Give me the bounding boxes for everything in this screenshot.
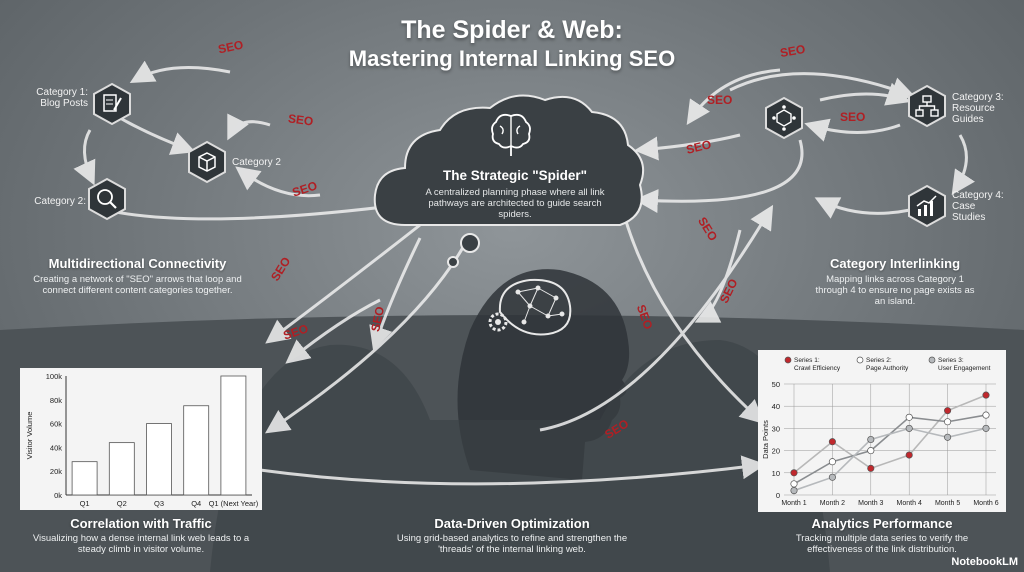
traffic-title: Correlation with Traffic bbox=[70, 516, 212, 531]
interlink-title: Category Interlinking bbox=[829, 256, 961, 271]
bar-trend-icon bbox=[908, 184, 946, 228]
x-tick-label: Q2 bbox=[117, 499, 127, 508]
seo-label: SEO bbox=[840, 110, 866, 124]
data-body: Using grid-based analytics to refine and… bbox=[396, 533, 628, 555]
data-point bbox=[944, 407, 952, 415]
legend-label: Series 2: bbox=[866, 357, 892, 364]
x-tick-label: Q3 bbox=[154, 499, 164, 508]
data-point bbox=[905, 451, 913, 459]
legend-label: Series 3: bbox=[938, 357, 964, 364]
y-tick-label: 0 bbox=[776, 491, 780, 500]
data-point bbox=[867, 464, 875, 472]
bar bbox=[108, 442, 135, 496]
magnifier-icon bbox=[88, 177, 126, 221]
head-gears-icon bbox=[488, 278, 572, 336]
series-line bbox=[793, 427, 987, 492]
category-2-label-left: Category 2: bbox=[34, 196, 86, 207]
page-title-line-2: Mastering Internal Linking SEO bbox=[348, 46, 676, 71]
legend-label: Series 1: bbox=[794, 357, 820, 364]
seo-label: SEO bbox=[707, 93, 733, 107]
data-point bbox=[828, 458, 836, 466]
multi-body: Creating a network of "SEO" arrows that … bbox=[33, 274, 242, 296]
y-tick-label: 40 bbox=[772, 402, 780, 411]
cube-icon bbox=[188, 140, 226, 184]
bar bbox=[71, 461, 98, 496]
multi-title: Multidirectional Connectivity bbox=[48, 256, 227, 271]
y-axis-label: Visitor Volume bbox=[25, 412, 34, 460]
y-tick-label: 0k bbox=[54, 491, 62, 500]
y-tick-label: 50 bbox=[772, 380, 780, 389]
legend-marker bbox=[784, 356, 792, 364]
analytics-title: Analytics Performance bbox=[811, 516, 953, 531]
data-point bbox=[790, 487, 798, 495]
y-tick-label: 20 bbox=[772, 447, 780, 456]
interlink-body: Mapping links across Category 1 through … bbox=[815, 274, 975, 307]
y-tick-label: 60k bbox=[50, 420, 62, 429]
brand-label: NotebookLM bbox=[951, 556, 1018, 568]
x-tick-label: Month 4 bbox=[897, 500, 922, 507]
data-point bbox=[867, 447, 875, 455]
spider-cloud bbox=[373, 94, 644, 226]
y-tick-label: 10 bbox=[772, 469, 780, 478]
y-tick-label: 80k bbox=[50, 396, 62, 405]
data-title: Data-Driven Optimization bbox=[434, 516, 590, 531]
spider-title: The Strategic "Spider" bbox=[442, 168, 588, 183]
hierarchy-icon bbox=[908, 84, 946, 128]
bar bbox=[183, 405, 210, 496]
category-3-label: Category 3: Resource Guides bbox=[952, 92, 1004, 125]
data-point bbox=[944, 433, 952, 441]
legend-marker bbox=[928, 356, 936, 364]
x-tick-label: Q1 bbox=[80, 499, 90, 508]
y-tick-label: 20k bbox=[50, 467, 62, 476]
data-point bbox=[905, 424, 913, 432]
x-tick-label: Month 6 bbox=[973, 500, 998, 507]
series-line bbox=[793, 394, 987, 474]
y-tick-label: 100k bbox=[46, 372, 63, 381]
bar bbox=[146, 423, 172, 496]
data-point bbox=[982, 424, 990, 432]
x-tick-label: Month 5 bbox=[935, 500, 960, 507]
x-tick-label: Month 1 bbox=[781, 500, 806, 507]
y-axis-label: Data Points bbox=[761, 420, 770, 459]
bar bbox=[220, 375, 247, 496]
x-tick-label: Month 2 bbox=[820, 500, 845, 507]
category-4-label: Category 4: Case Studies bbox=[952, 190, 1004, 223]
traffic-body: Visualizing how a dense internal link we… bbox=[32, 533, 250, 555]
legend-marker bbox=[856, 356, 864, 364]
legend-label: Crawl Efficiency bbox=[794, 365, 841, 372]
brain-icon bbox=[491, 113, 531, 156]
data-point bbox=[982, 411, 990, 419]
data-point bbox=[867, 435, 875, 444]
data-point bbox=[790, 480, 798, 488]
category-1-label: Category 1: Blog Posts bbox=[36, 87, 88, 109]
spider-body: A centralized planning phase where all l… bbox=[425, 187, 605, 220]
document-edit-icon bbox=[93, 82, 131, 126]
category-2-label-center: Category 2 bbox=[232, 157, 281, 168]
x-tick-label: Month 3 bbox=[858, 500, 883, 507]
analytics-chart-panel bbox=[758, 350, 1006, 512]
network-cube-icon bbox=[765, 96, 803, 140]
data-point bbox=[905, 413, 913, 421]
data-point bbox=[982, 391, 990, 399]
y-tick-label: 40k bbox=[50, 443, 62, 452]
legend-label: Page Authority bbox=[866, 365, 909, 372]
x-tick-label: Q4 bbox=[191, 499, 201, 508]
data-point bbox=[944, 418, 952, 426]
shoulders bbox=[210, 340, 830, 572]
x-tick-label: Q1 (Next Year) bbox=[209, 499, 259, 508]
legend-label: User Engagement bbox=[938, 365, 991, 372]
data-point bbox=[828, 473, 836, 481]
analytics-body: Tracking multiple data series to verify … bbox=[795, 533, 969, 555]
y-tick-label: 30 bbox=[772, 424, 780, 433]
data-point bbox=[828, 438, 836, 446]
page-title-line-1: The Spider & Web: bbox=[401, 16, 623, 44]
data-point bbox=[790, 469, 798, 477]
